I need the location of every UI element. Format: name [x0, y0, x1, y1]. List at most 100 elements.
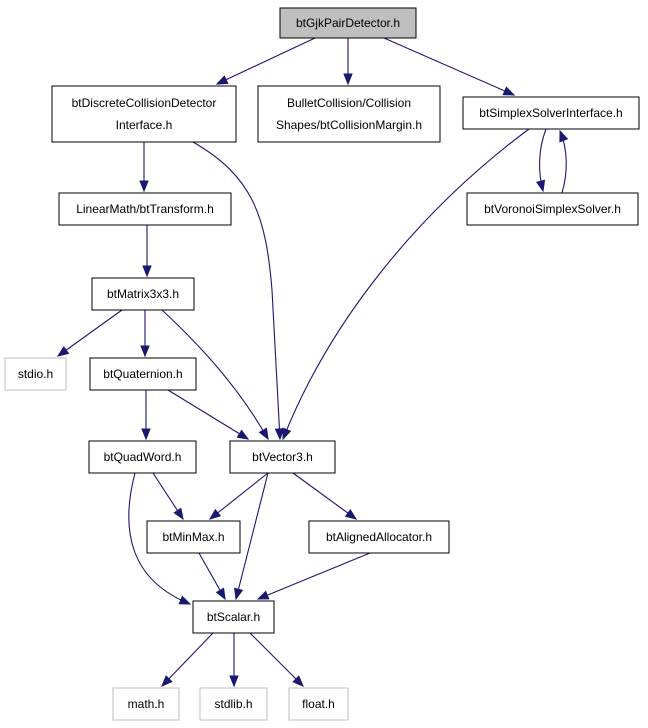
- node-simplexiface[interactable]: btSimplexSolverInterface.h: [462, 96, 640, 130]
- node-scalar[interactable]: btScalar.h: [192, 600, 275, 634]
- node-box: [229, 440, 336, 474]
- arrowhead: [256, 590, 270, 600]
- arrowhead: [274, 428, 285, 441]
- node-label: btAlignedAllocator.h: [326, 530, 432, 544]
- node-box: [51, 85, 237, 143]
- edge-discrete-to-transform: [139, 142, 149, 193]
- arrowhead: [56, 346, 70, 357]
- node-label: float.h: [302, 697, 335, 711]
- edge-vector3-to-minmax: [208, 472, 269, 520]
- edge-scalar-to-math: [161, 632, 214, 687]
- node-box: [192, 600, 275, 634]
- node-box: [112, 687, 180, 721]
- node-box: [462, 96, 640, 130]
- edge-line: [57, 309, 123, 357]
- edge-line: [161, 309, 269, 440]
- node-label: LinearMath/btTransform.h: [76, 202, 214, 216]
- node-label: btVoronoiSimplexSolver.h: [484, 202, 621, 216]
- edge-quadword-to-minmax: [152, 472, 184, 521]
- edge-quaternion-to-quadword: [141, 390, 151, 441]
- edge-scalar-to-stdlib: [229, 633, 239, 688]
- edge-line: [209, 472, 269, 520]
- node-label: btGjkPairDetector.h: [296, 16, 400, 30]
- node-box: [58, 192, 232, 226]
- node-box: [91, 277, 195, 311]
- edge-vector3-to-scalar: [234, 472, 269, 601]
- node-vector3[interactable]: btVector3.h: [229, 440, 336, 474]
- edge-line: [292, 472, 357, 520]
- edge-gjk-to-margin: [343, 38, 353, 86]
- arrowhead: [282, 427, 292, 441]
- node-label: BulletCollision/Collision: [287, 96, 411, 110]
- node-margin[interactable]: BulletCollision/CollisionShapes/btCollis…: [257, 85, 441, 143]
- arrowhead: [535, 179, 546, 193]
- arrowhead: [344, 509, 358, 520]
- arrowhead: [236, 429, 250, 440]
- node-box: [308, 520, 450, 554]
- node-box: [279, 7, 417, 39]
- edge-matrix-to-stdio: [56, 309, 123, 357]
- node-box: [466, 192, 639, 226]
- arrowhead: [208, 508, 222, 520]
- node-box: [288, 687, 349, 721]
- node-gjk[interactable]: btGjkPairDetector.h: [279, 7, 417, 39]
- node-box: [146, 520, 241, 554]
- node-label: btMatrix3x3.h: [107, 287, 179, 301]
- edge-discrete-to-vector3: [192, 141, 285, 441]
- edges-layer: [56, 37, 569, 688]
- arrowhead: [343, 73, 353, 86]
- node-transform[interactable]: LinearMath/btTransform.h: [58, 192, 232, 226]
- edge-minmax-to-scalar: [198, 552, 226, 601]
- edge-transform-to-matrix: [142, 225, 152, 278]
- node-box: [4, 357, 67, 391]
- arrowhead: [258, 427, 269, 441]
- node-label: btVector3.h: [252, 450, 313, 464]
- edge-line: [249, 632, 304, 687]
- node-box: [88, 440, 197, 474]
- arrowhead: [229, 675, 239, 688]
- arrowhead: [234, 587, 244, 601]
- node-float: float.h: [288, 687, 349, 721]
- node-label: btQuadWord.h: [104, 450, 182, 464]
- edge-quaternion-to-vector3: [167, 389, 250, 440]
- arrowhead: [559, 129, 569, 143]
- node-label: Interface.h: [116, 118, 173, 132]
- arrowhead: [141, 428, 151, 441]
- node-stdio: stdio.h: [4, 357, 67, 391]
- node-minmax[interactable]: btMinMax.h: [146, 520, 241, 554]
- edge-line: [282, 128, 530, 440]
- edge-quadword-to-scalar: [128, 472, 192, 605]
- node-aligned[interactable]: btAlignedAllocator.h: [308, 520, 450, 554]
- edge-line: [383, 37, 515, 96]
- edge-line: [128, 472, 191, 605]
- node-box: [89, 357, 197, 391]
- edge-matrix-to-vector3: [161, 309, 269, 441]
- node-label: stdio.h: [18, 367, 53, 381]
- node-matrix[interactable]: btMatrix3x3.h: [91, 277, 195, 311]
- node-label: btQuaternion.h: [103, 367, 182, 381]
- edge-voronoi-to-simplexiface: [559, 129, 569, 194]
- node-label: btDiscreteCollisionDetector: [72, 96, 217, 110]
- edge-aligned-to-scalar: [256, 552, 371, 600]
- node-stdlib: stdlib.h: [199, 687, 268, 721]
- edge-line: [257, 552, 371, 600]
- node-box: [257, 85, 441, 143]
- arrowhead: [502, 86, 516, 96]
- edge-gjk-to-discrete: [215, 37, 316, 85]
- node-quadword[interactable]: btQuadWord.h: [88, 440, 197, 474]
- node-label: Shapes/btCollisionMargin.h: [276, 118, 422, 132]
- edge-line: [192, 141, 281, 440]
- node-label: math.h: [128, 697, 165, 711]
- arrowhead: [215, 587, 226, 601]
- node-label: btSimplexSolverInterface.h: [479, 106, 622, 120]
- edge-simplexiface-to-voronoi: [535, 128, 547, 193]
- node-quaternion[interactable]: btQuaternion.h: [89, 357, 197, 391]
- arrowhead: [178, 595, 192, 605]
- arrowhead: [215, 75, 229, 85]
- node-label: btMinMax.h: [162, 530, 224, 544]
- edge-simplexiface-to-vector3: [282, 128, 530, 441]
- node-voronoi[interactable]: btVoronoiSimplexSolver.h: [466, 192, 639, 226]
- edge-line: [235, 472, 269, 600]
